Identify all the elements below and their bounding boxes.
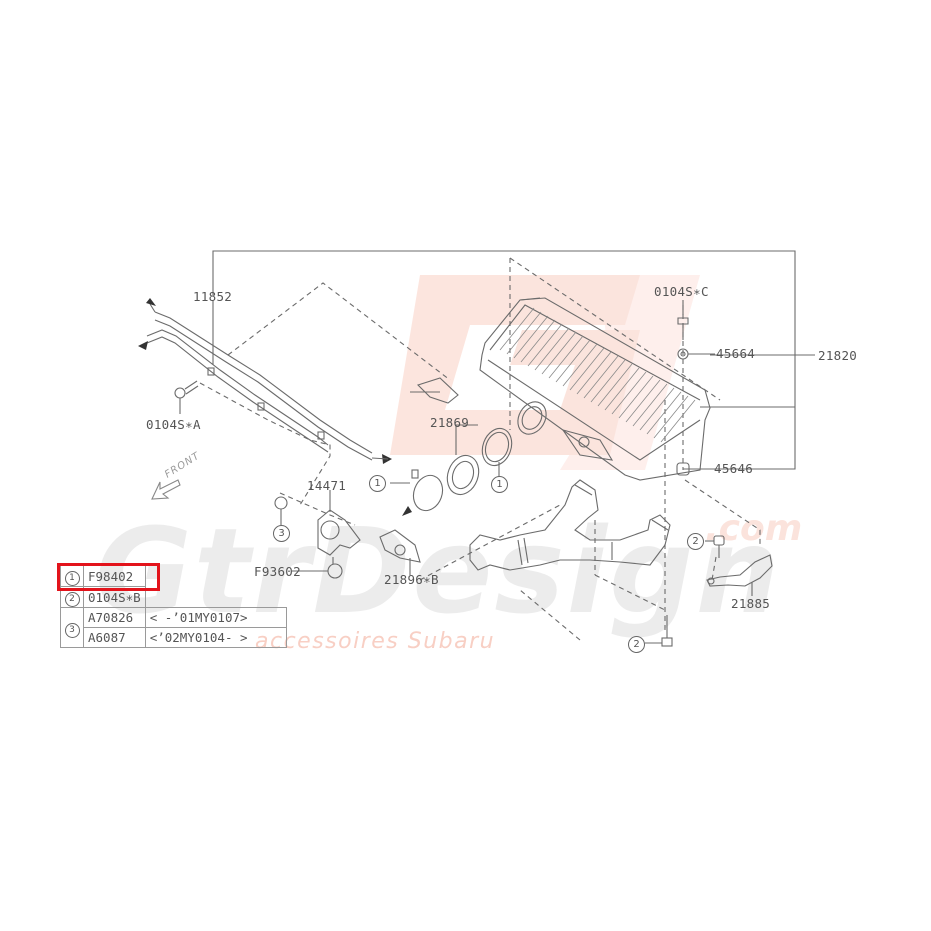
part-45646-mount	[676, 462, 713, 476]
part-21869-coupler	[446, 424, 513, 496]
legend-ref: 2	[64, 592, 80, 607]
part-label-0104S-A: 0104S∗A	[146, 417, 201, 432]
legend-part-number: A6087	[83, 627, 146, 648]
parts-legend-table: 1 F98402 2 0104S∗B 3 A70826 < -’01MY0107…	[60, 565, 287, 648]
legend-ref: 3	[64, 622, 80, 638]
part-f93602-clamp	[292, 557, 343, 579]
callout-2: 2	[687, 533, 704, 550]
legend-row: 2 0104S∗B	[60, 586, 287, 608]
callout-1: 1	[369, 475, 386, 492]
part-label-0104S-C: 0104S∗C	[654, 284, 709, 299]
part-0104S-C-bolt	[677, 300, 689, 340]
part-14471-outlet	[274, 490, 421, 575]
part-label-45664: 45664	[716, 346, 756, 361]
part-11852-hose	[138, 298, 392, 464]
legend-applicability: <’02MY0104- >	[144, 627, 287, 648]
legend-part-number: 0104S∗B	[83, 586, 146, 608]
part-45664-grommet	[677, 348, 715, 360]
part-label-21896-B: 21896∗B	[384, 572, 439, 587]
callout-1: 1	[491, 476, 508, 493]
part-label-21885: 21885	[731, 596, 771, 611]
svg-text:accessoires Subaru: accessoires Subaru	[255, 629, 495, 654]
part-line-art	[138, 250, 815, 647]
front-arrow-icon	[151, 479, 181, 500]
part-label-F93602: F93602	[254, 564, 301, 579]
legend-applicability: < -’01MY0107>	[144, 607, 287, 628]
legend-ref: 1	[64, 571, 80, 586]
legend-part-number: A70826	[83, 607, 146, 628]
part-bottom-bolt	[645, 615, 673, 647]
part-label-14471: 14471	[307, 478, 347, 493]
part-f98402-clamp	[390, 469, 444, 516]
svg-text:.com: .com	[705, 508, 802, 549]
part-label-11852: 11852	[193, 289, 233, 304]
part-0104S-A-bolt	[174, 380, 199, 414]
callout-2: 2	[628, 636, 645, 653]
watermark-logo	[390, 275, 700, 470]
part-21820-intercooler	[410, 297, 711, 481]
part-label-21869: 21869	[430, 415, 470, 430]
part-label-45646: 45646	[714, 461, 754, 476]
callout-3: 3	[273, 525, 290, 542]
legend-row: 1 F98402	[60, 565, 287, 587]
part-label-21820: 21820	[818, 348, 858, 363]
part-y-pipe	[469, 479, 671, 571]
legend-row: 3 A70826 < -’01MY0107>	[60, 607, 287, 648]
legend-part-number: F98402	[83, 565, 146, 587]
part-21885-bracket	[705, 535, 773, 596]
legend-row: A6087 <’02MY0104- >	[61, 627, 287, 648]
